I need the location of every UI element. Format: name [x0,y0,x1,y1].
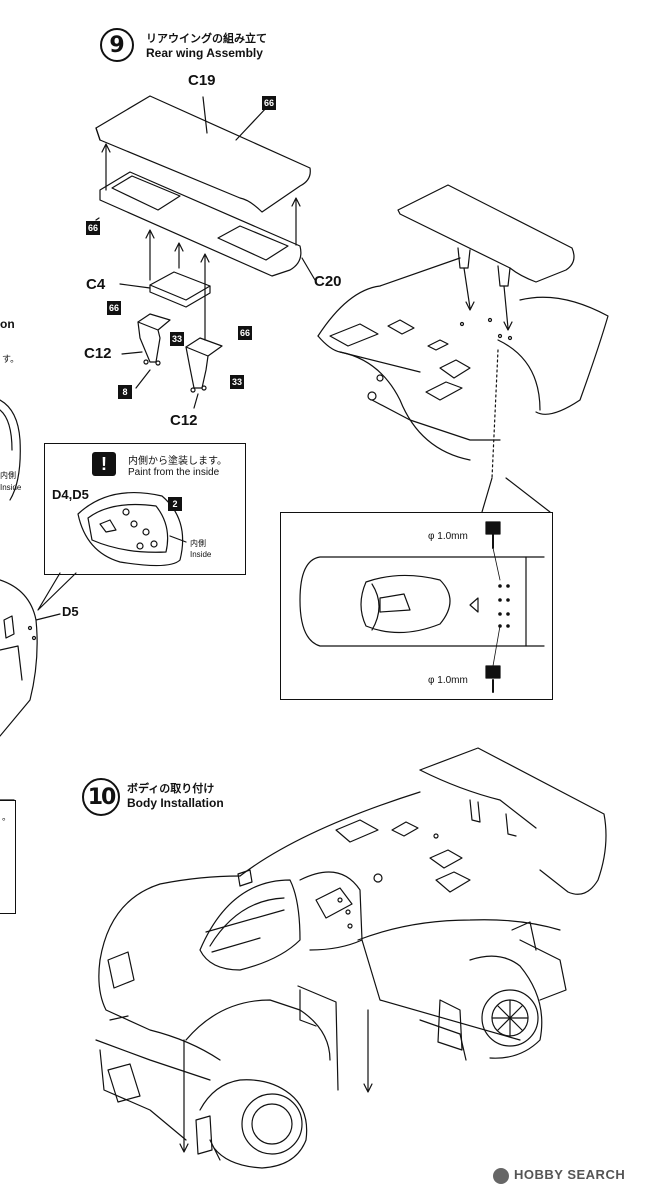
part-c12-left-label: C12 [84,345,112,362]
drill-size-bottom: φ 1.0mm [428,675,468,686]
part-d4d5-label: D4,D5 [52,487,89,502]
color-badge-33-left: 33 [170,332,184,346]
paint-inside-en: Inside [190,550,212,559]
part-c20-label: C20 [314,273,342,290]
step-9-title-jp: リアウイングの組み立て [146,33,267,45]
left-cut-on: on [0,317,15,331]
part-c12-bottom-label: C12 [170,412,198,429]
hobbysearch-logo-icon [493,1168,509,1184]
watermark-text: HOBBY SEARCH [514,1167,626,1182]
step-10-number: 10 [82,778,120,816]
color-badge-66-right: 66 [238,326,252,340]
step-9-number: 9 [100,28,134,62]
part-c19-label: C19 [188,72,216,89]
drill-size-top: φ 1.0mm [428,531,468,542]
drill-detail-box [280,512,553,700]
step-10-title-en: Body Installation [127,796,224,810]
step-10-title-jp: ボディの取り付け [127,783,215,795]
left-cut-period: 。 [2,812,12,822]
left-cut-su: す。 [2,354,20,364]
left-cut-inside-en: Inside [0,483,22,492]
paint-inside-jp: 内側 [190,539,206,548]
left-cut-inside-jp: 内側 [0,471,16,480]
paint-note-jp: 内側から塗装します。 [128,456,227,467]
color-badge-8: 8 [118,385,132,399]
part-d5-label: D5 [62,604,79,619]
color-badge-66-left: 66 [86,221,100,235]
part-c4-label: C4 [86,276,106,293]
color-badge-33-right: 33 [230,375,244,389]
color-badge-66-top: 66 [262,96,276,110]
paint-note-en: Paint from the inside [128,467,220,478]
color-badge-66-c4: 66 [107,301,121,315]
paint-note-box [44,443,246,575]
exclamation-icon: ! [92,452,116,476]
step-9-title-en: Rear wing Assembly [146,46,263,60]
